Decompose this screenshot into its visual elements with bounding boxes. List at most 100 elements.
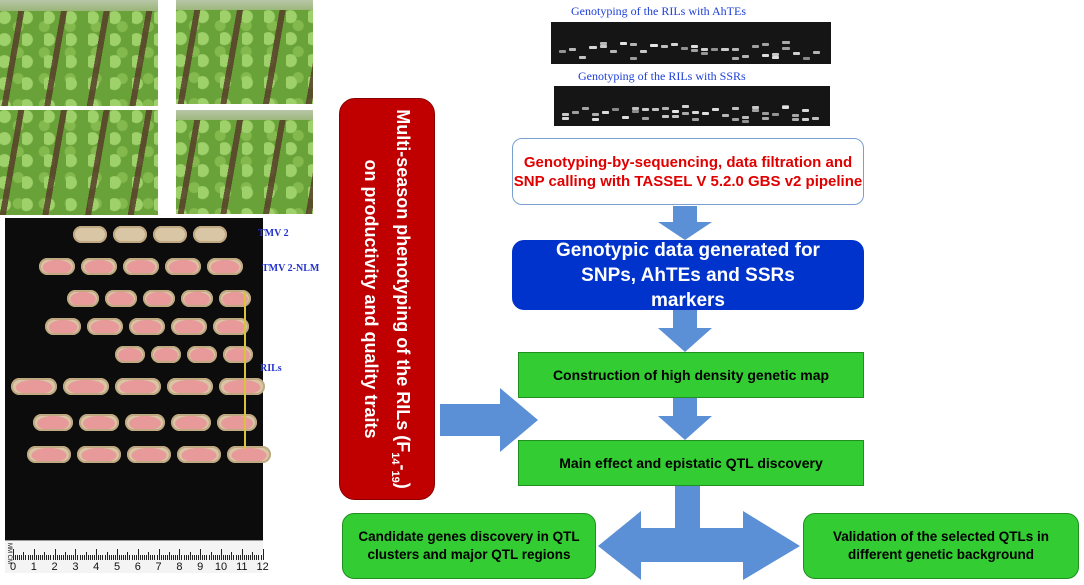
gel-band <box>802 56 810 60</box>
ruler-tick <box>171 555 173 560</box>
field-photo-bottom-left <box>0 110 158 215</box>
ruler-tick <box>44 552 46 560</box>
arrow-phenotype-to-map <box>440 388 538 452</box>
ruler-tick <box>29 555 31 560</box>
gel-band <box>702 112 709 116</box>
ruler-tick <box>54 549 56 560</box>
ruler-tick <box>158 549 160 560</box>
pod <box>171 414 211 431</box>
ruler-tick <box>214 555 216 560</box>
pod <box>219 290 251 307</box>
ruler-tick <box>196 555 198 560</box>
ruler-tick <box>237 555 239 560</box>
ruler-tick <box>179 549 181 560</box>
ruler-tick <box>110 555 112 560</box>
pod <box>33 414 73 431</box>
label-rils: RILs <box>260 363 282 374</box>
pod <box>143 290 175 307</box>
pod <box>177 446 221 463</box>
gel-band <box>599 42 607 46</box>
pod <box>217 414 257 431</box>
ruler-tick <box>58 555 60 560</box>
gel-ssr-image <box>554 86 830 126</box>
ruler-number: 4 <box>93 561 100 573</box>
ruler-tick <box>77 555 79 560</box>
ruler-tick <box>144 555 146 560</box>
ruler-tick <box>141 555 143 560</box>
qtl-discovery-box: Main effect and epistatic QTL discovery <box>518 440 864 486</box>
pod <box>79 414 119 431</box>
ruler-tick <box>23 552 25 560</box>
ruler-tick <box>181 555 183 560</box>
ruler-tick <box>137 549 139 560</box>
ruler-tick <box>202 555 204 560</box>
ruler-tick <box>250 555 252 560</box>
gel-band <box>701 51 709 55</box>
gel-band <box>579 55 587 59</box>
gel-band <box>751 45 760 49</box>
ruler-tick <box>175 555 177 560</box>
gel-band <box>572 110 579 114</box>
ruler-tick <box>243 555 245 560</box>
ruler-tick <box>248 555 250 560</box>
gel-band <box>632 109 639 113</box>
gel-band <box>772 56 780 60</box>
genotypic-data-text: Genotypic data generated for SNPs, AhTEs… <box>556 239 820 311</box>
gel-band <box>642 116 649 120</box>
ruler-tick <box>106 552 108 560</box>
ruler-tick <box>100 555 102 560</box>
gel-band <box>762 117 769 121</box>
ruler-tick <box>135 555 137 560</box>
pod <box>81 258 117 275</box>
ruler-tick <box>46 555 48 560</box>
ruler-tick <box>256 555 258 560</box>
gel-band <box>622 115 629 119</box>
ruler-tick <box>50 555 52 560</box>
ruler-tick <box>89 555 91 560</box>
pod <box>105 290 137 307</box>
ruler-tick <box>231 552 233 560</box>
ruler-tick <box>40 555 42 560</box>
gel-band <box>792 117 799 121</box>
gel-band <box>772 53 780 57</box>
ruler-tick <box>160 555 162 560</box>
candidate-genes-box: Candidate genes discovery in QTL cluster… <box>342 513 596 579</box>
gel-band <box>630 56 638 60</box>
pod <box>227 446 271 463</box>
ruler-tick <box>67 555 69 560</box>
ruler-number: 7 <box>155 561 162 573</box>
gel-band <box>812 50 820 54</box>
ruler-tick <box>239 555 241 560</box>
ruler-tick <box>19 555 21 560</box>
pod <box>87 318 123 335</box>
gel-band <box>672 109 679 113</box>
ruler-number: 9 <box>197 561 204 573</box>
ruler-tick <box>133 555 135 560</box>
pod <box>39 258 75 275</box>
ruler-number: 10 <box>214 561 228 573</box>
gel-band <box>662 106 669 110</box>
gel-band <box>692 110 699 114</box>
ruler-tick <box>60 555 62 560</box>
ruler-tick <box>37 555 39 560</box>
ruler-tick <box>73 555 75 560</box>
pod <box>129 318 165 335</box>
pod <box>27 446 71 463</box>
pod <box>151 346 181 363</box>
genotypic-data-box: Genotypic data generated for SNPs, AhTEs… <box>512 239 864 311</box>
ruler-tick <box>85 552 87 560</box>
pod <box>115 378 161 395</box>
ruler-tick <box>127 552 129 560</box>
gel-band <box>612 107 619 111</box>
gel-band <box>701 47 709 51</box>
gel-band <box>731 56 739 60</box>
pod <box>11 378 57 395</box>
gbs-text: Genotyping-by-sequencing, data filtratio… <box>513 153 863 190</box>
validation-text: Validation of the selected QTLs in diffe… <box>832 529 1050 562</box>
ruler-tick <box>154 555 156 560</box>
gel-band <box>652 108 659 112</box>
ruler-tick <box>218 555 220 560</box>
pod <box>171 318 207 335</box>
ruler-tick <box>198 555 200 560</box>
